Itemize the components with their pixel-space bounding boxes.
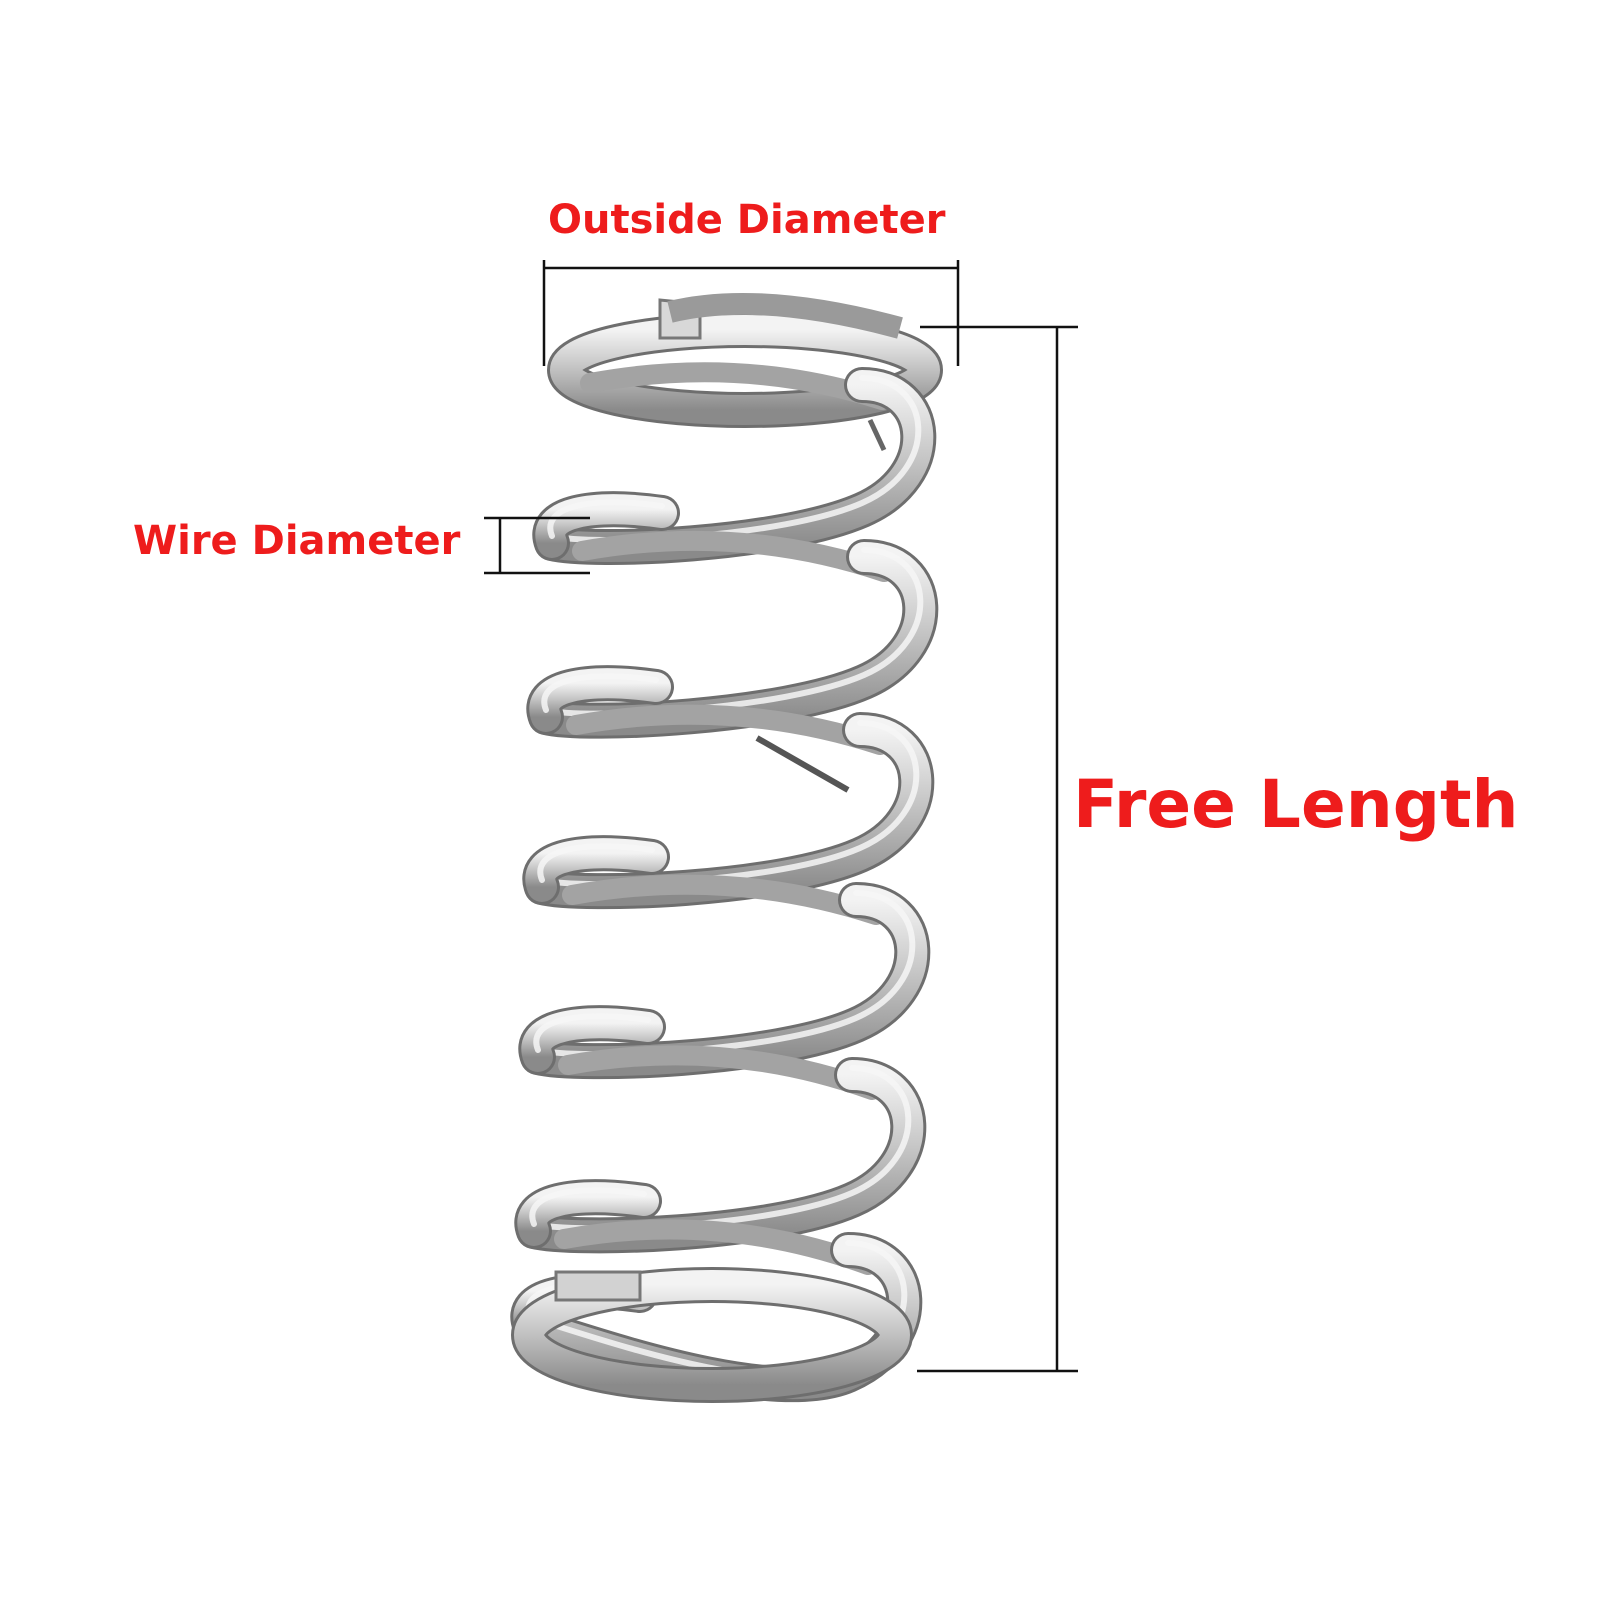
top-ring — [550, 315, 940, 425]
compression-spring-icon — [510, 292, 943, 1403]
left-loop-2-highlight — [537, 843, 655, 883]
outside-diameter-label: Outside Diameter — [548, 197, 946, 243]
back-wire-2 — [566, 704, 890, 755]
left-loop-1-highlight — [541, 673, 659, 713]
bottom-ring — [514, 1270, 910, 1400]
left-loop-4-highlight — [529, 1187, 647, 1227]
back-wire-3 — [562, 874, 886, 925]
top-back-wire — [667, 292, 903, 339]
inner-fleck-2 — [867, 418, 887, 452]
left-loop-0-highlight — [547, 499, 665, 539]
bottom-wire-end — [554, 1270, 642, 1302]
free-length-label: Free Length — [1073, 766, 1519, 843]
left-loop-3-highlight — [533, 1013, 651, 1053]
inner-fleck-1 — [755, 735, 850, 793]
back-wire-5 — [554, 1219, 878, 1275]
back-wire-1 — [572, 530, 894, 582]
dimension-lines — [484, 260, 1078, 1373]
back-wire-4 — [558, 1045, 882, 1100]
wire-diameter-label: Wire Diameter — [133, 518, 461, 564]
